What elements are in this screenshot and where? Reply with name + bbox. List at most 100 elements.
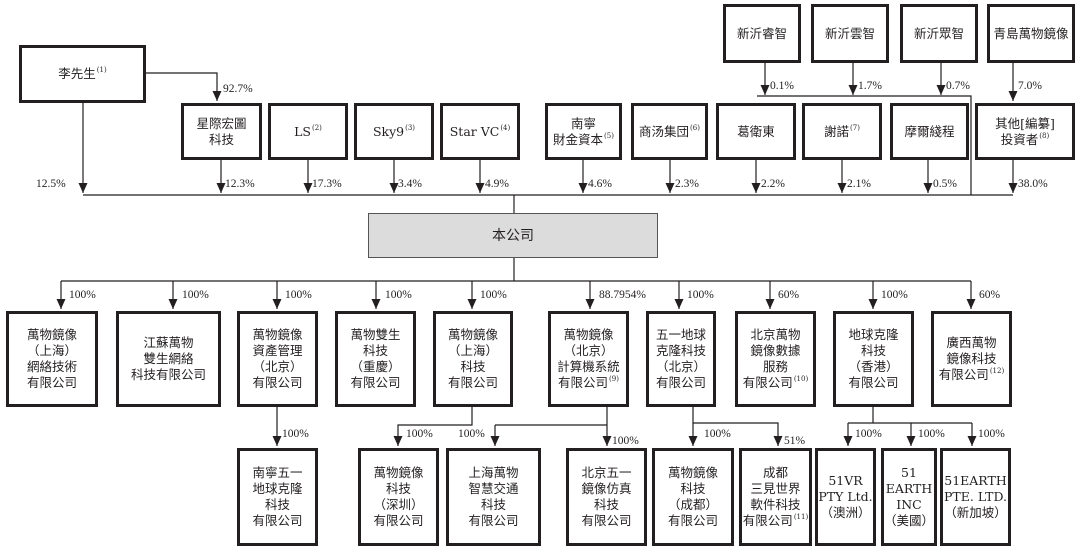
ownership-percentage: 51% [784,435,806,447]
entity-box-sensetime: 商汤集団(6) [631,103,708,160]
entity-name-line: 李先生(1) [58,66,106,82]
ownership-percentage: 100% [69,289,96,301]
entity-name-line: 鏡像數據 [750,343,800,359]
entity-name-text: 上海萬物 [468,465,519,480]
arrowhead-icon [168,299,178,309]
entity-name-text: 科技 [860,343,886,358]
entity-name-text: 商汤集団 [639,123,690,139]
entity-name-line: 其他[編纂] [995,116,1055,132]
entity-name-text: （重慶） [350,359,401,374]
entity-box-mr-li: 李先生(1) [19,45,146,103]
entity-name-line: 科技 [861,343,886,359]
arrowhead-icon [1008,91,1018,101]
footnote-marker: (11) [793,513,809,521]
entity-name-text: 有限公司 [938,367,989,382]
entity-name-line: （上海） [27,343,77,359]
ownership-percentage: 92.7% [223,83,253,95]
entity-name-text: 有限公司 [468,513,519,528]
entity-name-text: 有限公司 [742,375,793,390]
entity-name-line: 智慧交通 [468,481,518,497]
entity-name-line: 有限公司 [668,513,718,529]
entity-name-line: 資產管理 [252,343,302,359]
arrowhead-icon [906,436,916,446]
entity-name-line: 有限公司 [27,375,77,391]
ownership-percentage: 0.5% [933,178,957,190]
footnote-marker: (1) [96,66,107,74]
entity-box-t1: 南寧五一地球克隆科技有限公司 [237,448,318,546]
arrowhead-icon [1008,183,1018,193]
arrowhead-icon [848,85,858,95]
footnote-marker: (10) [793,375,809,383]
entity-name-line: 鏡像仿真 [581,481,631,497]
entity-name-text: 本公司 [492,227,534,244]
entity-name-text: （深圳） [373,497,424,512]
ownership-percentage: 100% [480,289,507,301]
entity-name-line: 南寧五一 [252,465,302,481]
entity-name-text: 萬物鏡像 [252,327,303,342]
entity-name-text: 葛衛東 [737,123,775,139]
entity-name-text: （北京） [252,359,303,374]
arrowhead-icon [760,85,770,95]
entity-name-text: （上海） [447,343,498,358]
entity-box-xinyi-ruizhi: 新沂睿智 [723,4,801,63]
ownership-percentage: 4.6% [588,178,612,190]
entity-name-line: PTE. LTD. [944,489,1007,505]
entity-name-line: EARTH [886,481,933,497]
ownership-percentage: 60% [979,289,1001,301]
entity-name-line: 科技 [265,497,290,513]
entity-name-line: 謝諾(7) [824,124,860,140]
entity-name-line: （北京） [252,359,302,375]
entity-name-text: PTE. LTD. [944,489,1007,504]
entity-name-line: 51 [901,465,917,481]
ownership-percentage: 100% [385,289,412,301]
entity-name-line: 商汤集団(6) [639,124,700,140]
footnote-marker: (12) [989,367,1005,375]
entity-box-s9: 地球克隆科技（香港）有限公司 [833,311,914,407]
entity-name-text: 資產管理 [252,343,303,358]
entity-name-text: （北京） [563,343,614,358]
entity-name-text: 智慧交通 [468,481,519,496]
entity-name-line: 有限公司 [448,375,498,391]
footnote-marker: (9) [609,375,619,383]
entity-box-t2: 萬物鏡像科技（深圳）有限公司 [358,448,439,546]
entity-name-text: 地球克隆 [848,327,899,342]
entity-name-line: （成都） [668,497,718,513]
ownership-percentage: 1.7% [858,80,882,92]
entity-name-text: 有限公司 [373,513,424,528]
entity-name-text: 新沂眾智 [913,25,964,41]
entity-name-line: 有限公司 [468,513,518,529]
ownership-percentage: 100% [406,428,433,440]
entity-box-xienuo: 謝諾(7) [802,103,882,160]
entity-name-text: 三見世界 [750,481,801,496]
entity-name-line: 三見世界 [750,481,800,497]
entity-name-line: 科技 [460,359,485,375]
entity-name-line: 有限公司 [848,375,898,391]
ownership-percentage: 100% [612,435,639,447]
entity-name-line: 上海萬物 [468,465,518,481]
entity-box-s10: 廣西萬物鏡像科技有限公司(12) [931,311,1012,407]
entity-box-xingji: 星際宏圖科技 [181,103,262,160]
entity-name-text: 李先生 [58,66,96,81]
entity-name-line: 科技 [680,481,705,497]
entity-name-line: 財金資本(5) [553,132,614,148]
entity-name-line: 有限公司 [252,375,302,391]
entity-name-text: 網絡技術 [26,359,77,374]
entity-name-text: 有限公司 [252,375,303,390]
entity-name-line: 雙生網絡 [143,351,193,367]
entity-name-text: 廣西萬物 [946,335,997,350]
entity-name-line: （北京） [563,343,613,359]
entity-name-line: （深圳） [373,497,423,513]
entity-name-text: 北京萬物 [750,327,801,342]
entity-name-line: （澳洲） [820,505,870,521]
entity-name-text: Star VC [449,123,500,139]
ownership-percentage: 100% [978,428,1005,440]
entity-name-text: 投資者 [1000,131,1039,147]
arrowhead-icon [688,436,698,446]
entity-name-text: 南寧 [570,115,596,131]
entity-name-line: 科技 [363,343,388,359]
entity-name-text: 成都 [762,465,788,480]
entity-name-text: 鏡像科技 [946,351,997,366]
entity-name-text: 地球克隆 [252,481,303,496]
entity-name-text: INC [896,497,922,512]
entity-name-text: PTY Ltd. [818,489,873,504]
